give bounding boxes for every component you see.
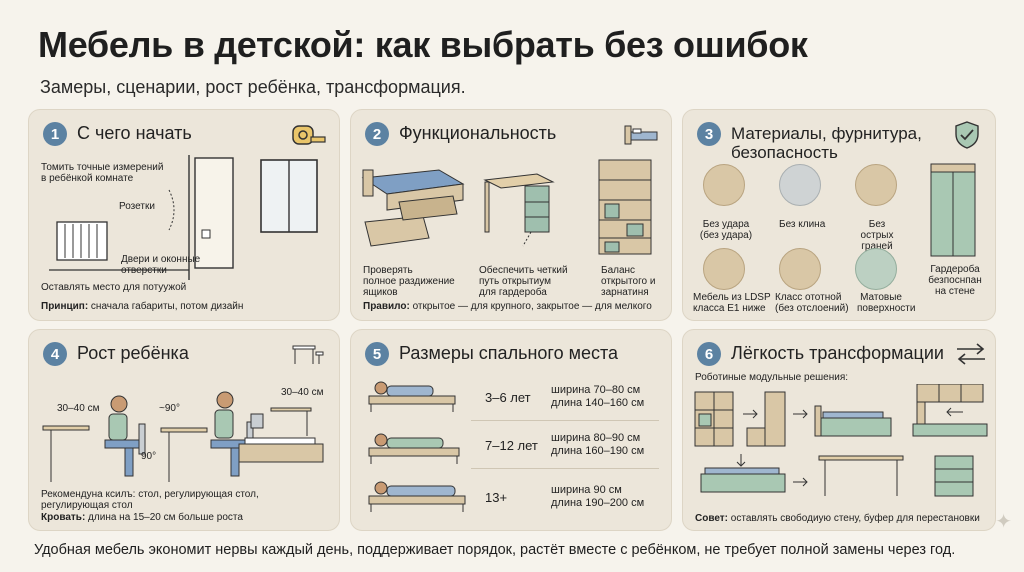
panel-note-desk: Рекомендуна ксилъ: стол, регулирующая ст… <box>41 489 259 511</box>
material-item: Без острых граней <box>860 219 894 252</box>
panel-note: Кровать: длина на 15–20 см больше роста <box>41 512 243 523</box>
desk-chair-icon <box>292 345 324 364</box>
bed-row-dims: ширина 80–90 см длина 160–190 см <box>551 432 645 457</box>
step-number: 1 <box>43 122 67 146</box>
edge-class-icon <box>779 248 821 290</box>
panel-transformation: 6 Лёгкость трансформации Роботиные модул… <box>682 329 996 531</box>
label-angle-knee: 90° <box>141 451 157 462</box>
bed-row-age: 3–6 лет <box>485 390 531 405</box>
panel-title: Функциональность <box>399 123 557 143</box>
matte-surface-icon <box>855 248 897 290</box>
step-number: 4 <box>43 342 67 366</box>
page-subtitle: Замеры, сценарии, рост ребёнка, трансфор… <box>40 77 466 97</box>
panel-functionality: 2 Функциональность Проверять полное разд… <box>350 109 672 321</box>
material-item: Класс ототной (без отслоений) <box>775 292 849 314</box>
panel-title: Размеры спального места <box>399 343 619 363</box>
bed-small-illustration <box>368 381 456 412</box>
material-item: Матовые поверхности <box>857 292 916 314</box>
posture-illustration <box>42 391 324 482</box>
panel-title: С чего начать <box>77 123 192 143</box>
sparkle-icon: ✦ <box>995 511 1012 533</box>
panel-growth: 4 Рост ребёнка 30–40 см ~90° 90° 30–40 с… <box>28 329 340 531</box>
label-distance: 30–40 см <box>57 403 100 414</box>
material-item: Мебель из LDSP класса Е1 ниже <box>693 292 771 314</box>
shield-check-icon <box>955 121 979 149</box>
soft-close-icon <box>703 164 745 206</box>
panel-materials: 3 Материалы, фурнитура, безопасность Без… <box>682 109 996 321</box>
tape-measure-icon <box>292 125 326 145</box>
anti-pinch-icon <box>779 164 821 206</box>
bed-large-illustration <box>368 481 466 512</box>
label-sockets: Розетки <box>119 201 155 212</box>
panel-title: Лёгкость трансформации <box>731 343 944 363</box>
desk-illustration <box>483 173 555 247</box>
panel-title: Материалы, фурнитура, безопасность <box>731 124 922 162</box>
label-access: Обеспечить четкий путь открытиум для гар… <box>479 265 568 298</box>
modular-furniture-illustration <box>694 384 988 497</box>
label-angle: ~90° <box>159 403 180 414</box>
label-drawers: Проверять полное раздижение ящиков <box>363 265 455 298</box>
panel-note: Совет: оставлять свободиую стену, буфер … <box>695 513 980 524</box>
label-measure: Томить точные измерений в ребёнкой комна… <box>41 162 164 184</box>
bed-icon <box>624 125 658 145</box>
panel-note: Принцип: сначала габариты, потом дизайн <box>41 301 244 312</box>
bed-row-dims: ширина 70–80 см длина 140–160 см <box>551 384 645 409</box>
divider <box>471 468 659 469</box>
bed-row-dims: ширина 90 см длина 190–200 см <box>551 484 645 509</box>
panel-bed-sizes: 5 Размеры спального места 3–6 лет ширина… <box>350 329 672 531</box>
step-number: 2 <box>365 122 389 146</box>
material-item: Без клина <box>779 219 826 230</box>
label-distance-2: 30–40 см <box>281 387 324 398</box>
room-illustration <box>49 155 318 280</box>
label-space: Оставлять место для потуужой <box>41 282 187 293</box>
bed-medium-illustration <box>368 433 460 464</box>
footer-text: Удобная мебель экономит нервы каждый ден… <box>34 542 956 558</box>
step-number: 6 <box>697 342 721 366</box>
rounded-edge-icon <box>855 164 897 206</box>
label-balance: Баланс открытого и зарнатиня <box>601 265 656 298</box>
bed-row-age: 13+ <box>485 490 508 505</box>
transform-intro: Роботиные модульные решения: <box>695 372 849 383</box>
divider <box>471 420 659 421</box>
step-number: 5 <box>365 342 389 366</box>
bed-drawers-illustration <box>361 169 465 247</box>
material-item: Гардероба безпоснпан на стене <box>928 264 982 297</box>
bed-row-age: 7–12 лет <box>485 438 538 453</box>
page-title: Мебель в детской: как выбрать без ошибок <box>38 24 808 65</box>
panel-note: Правило: открытое — для крупного, закрыт… <box>363 301 652 312</box>
label-doors: Двери и оконные отверстки <box>121 254 201 276</box>
panel-title: Рост ребёнка <box>77 343 189 363</box>
panel-start: 1 С чего начать Томить точные измерений … <box>28 109 340 321</box>
material-item: Без удара (без удара) <box>699 219 753 241</box>
swap-arrows-icon <box>957 343 985 365</box>
step-number: 3 <box>697 122 721 146</box>
bookshelf-illustration <box>598 159 652 255</box>
wardrobe-illustration <box>930 163 976 257</box>
ldsp-icon <box>703 248 745 290</box>
